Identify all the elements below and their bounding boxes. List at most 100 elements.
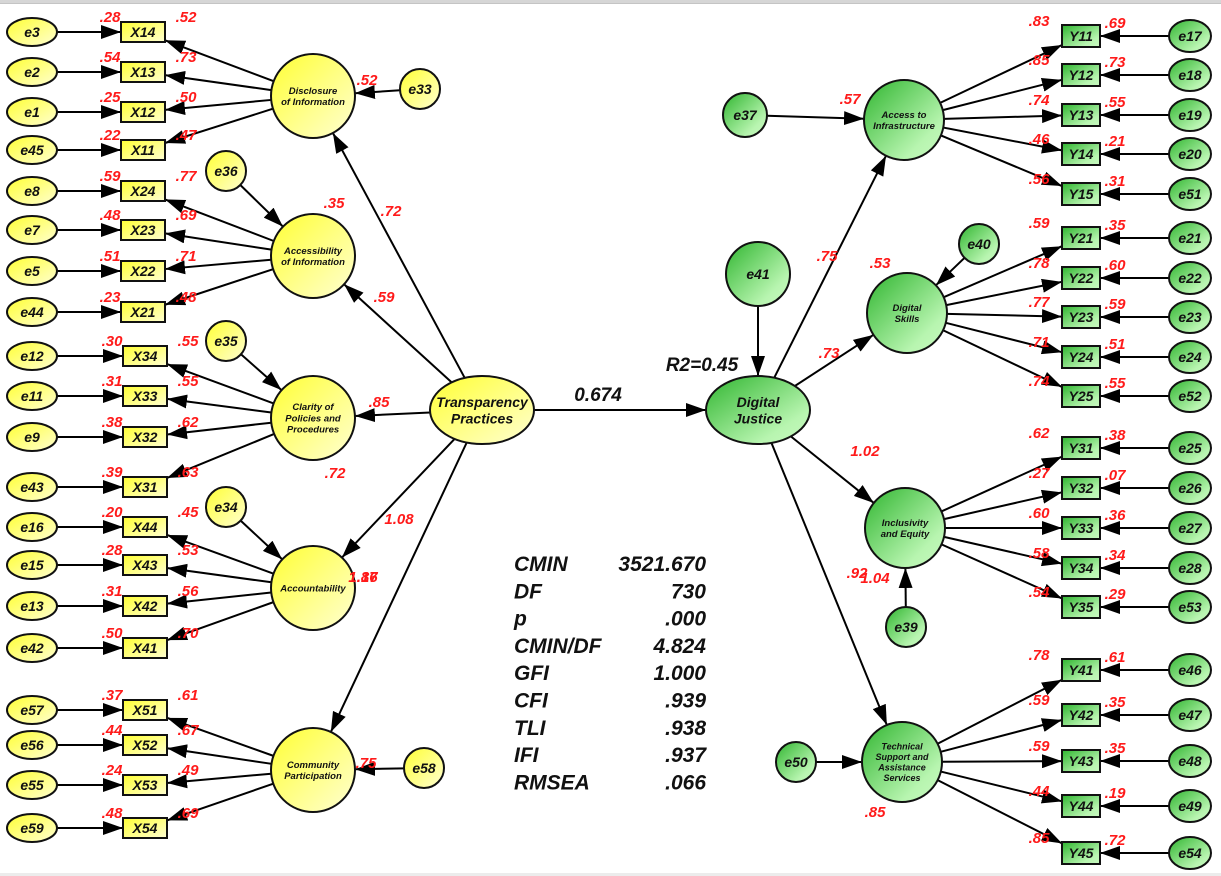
fit-index-value: .938: [665, 717, 706, 740]
fit-index-value: .066: [665, 771, 706, 794]
indicator-X54: [122, 817, 168, 839]
loading-coefficient: .71: [1029, 334, 1050, 351]
error-coefficient: .55: [1105, 375, 1127, 392]
error-e25: [1168, 431, 1212, 465]
error-label: e55: [20, 777, 44, 793]
window-bottom-border: [0, 873, 1221, 876]
latent-digital-justice-label: Justice: [734, 410, 782, 426]
error-coefficient: .19: [1105, 785, 1127, 802]
r2-coefficient: 1.87: [348, 569, 378, 586]
loading-coefficient: .60: [1029, 505, 1051, 522]
indicator-X12-label: X12: [130, 104, 156, 120]
latent-factor-F5-label: Community: [287, 760, 340, 771]
latent-factor-G4-label: Support and: [876, 752, 929, 762]
error-label: e9: [24, 429, 40, 445]
indicator-Y42: [1061, 703, 1101, 727]
error-coefficient: .48: [102, 805, 124, 822]
indicator-Y13: [1061, 103, 1101, 127]
loading-coefficient: .54: [1029, 584, 1051, 601]
fit-index-value: 1.000: [653, 662, 706, 685]
loading-path: [946, 309, 1063, 324]
loading-path: [943, 126, 1063, 154]
latent-factor-G1-label: Access to: [881, 110, 927, 121]
loading-coefficient: .74: [1029, 373, 1051, 390]
loading-path: [942, 77, 1063, 112]
indicator-Y33: [1061, 516, 1101, 540]
disturbance-label: e34: [214, 499, 238, 515]
error-e47: [1168, 698, 1212, 732]
error-label: e47: [1178, 707, 1203, 723]
loading-path: [166, 601, 274, 642]
loading-path: [166, 591, 272, 609]
disturbance-label: e40: [967, 236, 991, 252]
loading-coefficient: .63: [178, 464, 200, 481]
error-e1: [6, 97, 58, 127]
indicator-X13-label: X13: [130, 64, 156, 80]
loading-coefficient: .71: [176, 248, 197, 265]
indicator-Y45: [1061, 841, 1101, 865]
latent-factor-F3-label: Policies and: [285, 413, 341, 424]
error-e26: [1168, 471, 1212, 505]
error-coefficient: .31: [1105, 173, 1126, 190]
structural-coefficient: .72: [381, 203, 403, 220]
loading-path: [940, 770, 1063, 804]
loading-path: [943, 245, 1063, 299]
error-coefficient: .35: [1105, 217, 1127, 234]
indicator-X34-label: X34: [132, 348, 158, 364]
structural-path: [773, 155, 887, 379]
structural-path: [343, 283, 453, 384]
disturbance-e35: [205, 320, 247, 362]
error-label: e2: [24, 64, 40, 80]
indicator-X41-label: X41: [132, 640, 158, 656]
loading-coefficient: .77: [176, 168, 198, 185]
loading-path: [939, 44, 1063, 104]
error-label: e27: [1178, 520, 1203, 536]
structural-coefficient: .73: [819, 345, 841, 362]
error-label: e16: [20, 519, 44, 535]
indicator-X24-label: X24: [130, 183, 156, 199]
latent-factor-F4-label: Accountability: [279, 583, 346, 594]
error-e44: [6, 297, 58, 327]
structural-coefficient: 1.02: [850, 443, 880, 460]
disturbance-path: [354, 761, 405, 776]
latent-factor-F1: [270, 53, 356, 139]
error-coefficient: .69: [1105, 15, 1127, 32]
error-label: e42: [20, 640, 44, 656]
fit-index-value: 730: [671, 580, 706, 603]
indicator-Y11: [1061, 24, 1101, 48]
error-label: e20: [1178, 146, 1202, 162]
error-label: e1: [24, 104, 40, 120]
fit-index-label: CMIN/DF: [514, 635, 603, 658]
indicator-X21: [120, 301, 166, 323]
error-coefficient: .44: [102, 722, 124, 739]
error-coefficient: .50: [102, 625, 124, 642]
error-coefficient: .22: [100, 127, 122, 144]
loading-coefficient: .85: [1029, 52, 1051, 69]
indicator-Y21: [1061, 226, 1101, 250]
indicator-X14: [120, 21, 166, 43]
error-e51: [1168, 177, 1212, 211]
error-e21: [1168, 221, 1212, 255]
error-label: e59: [20, 820, 44, 836]
loading-coefficient: .47: [176, 127, 198, 144]
indicator-Y34-label: Y34: [1069, 560, 1094, 576]
indicator-X51: [122, 699, 168, 721]
error-e53: [1168, 590, 1212, 624]
error-e42: [6, 633, 58, 663]
error-coefficient: .28: [102, 542, 124, 559]
indicator-Y24: [1061, 345, 1101, 369]
disturbance-label: e39: [894, 619, 918, 635]
loading-coefficient: .52: [176, 9, 198, 26]
fit-index-value: .000: [665, 608, 706, 631]
loading-coefficient: .62: [178, 414, 200, 431]
r2-coefficient: .85: [865, 804, 887, 821]
latent-factor-F4: [270, 545, 356, 631]
indicator-Y25-label: Y25: [1069, 388, 1094, 404]
error-e43: [6, 472, 58, 502]
error-e19: [1168, 98, 1212, 132]
indicator-X44: [122, 516, 168, 538]
loading-path: [943, 109, 1063, 124]
error-coefficient: .36: [1105, 507, 1127, 524]
latent-factor-G3-label: and Equity: [881, 529, 930, 540]
